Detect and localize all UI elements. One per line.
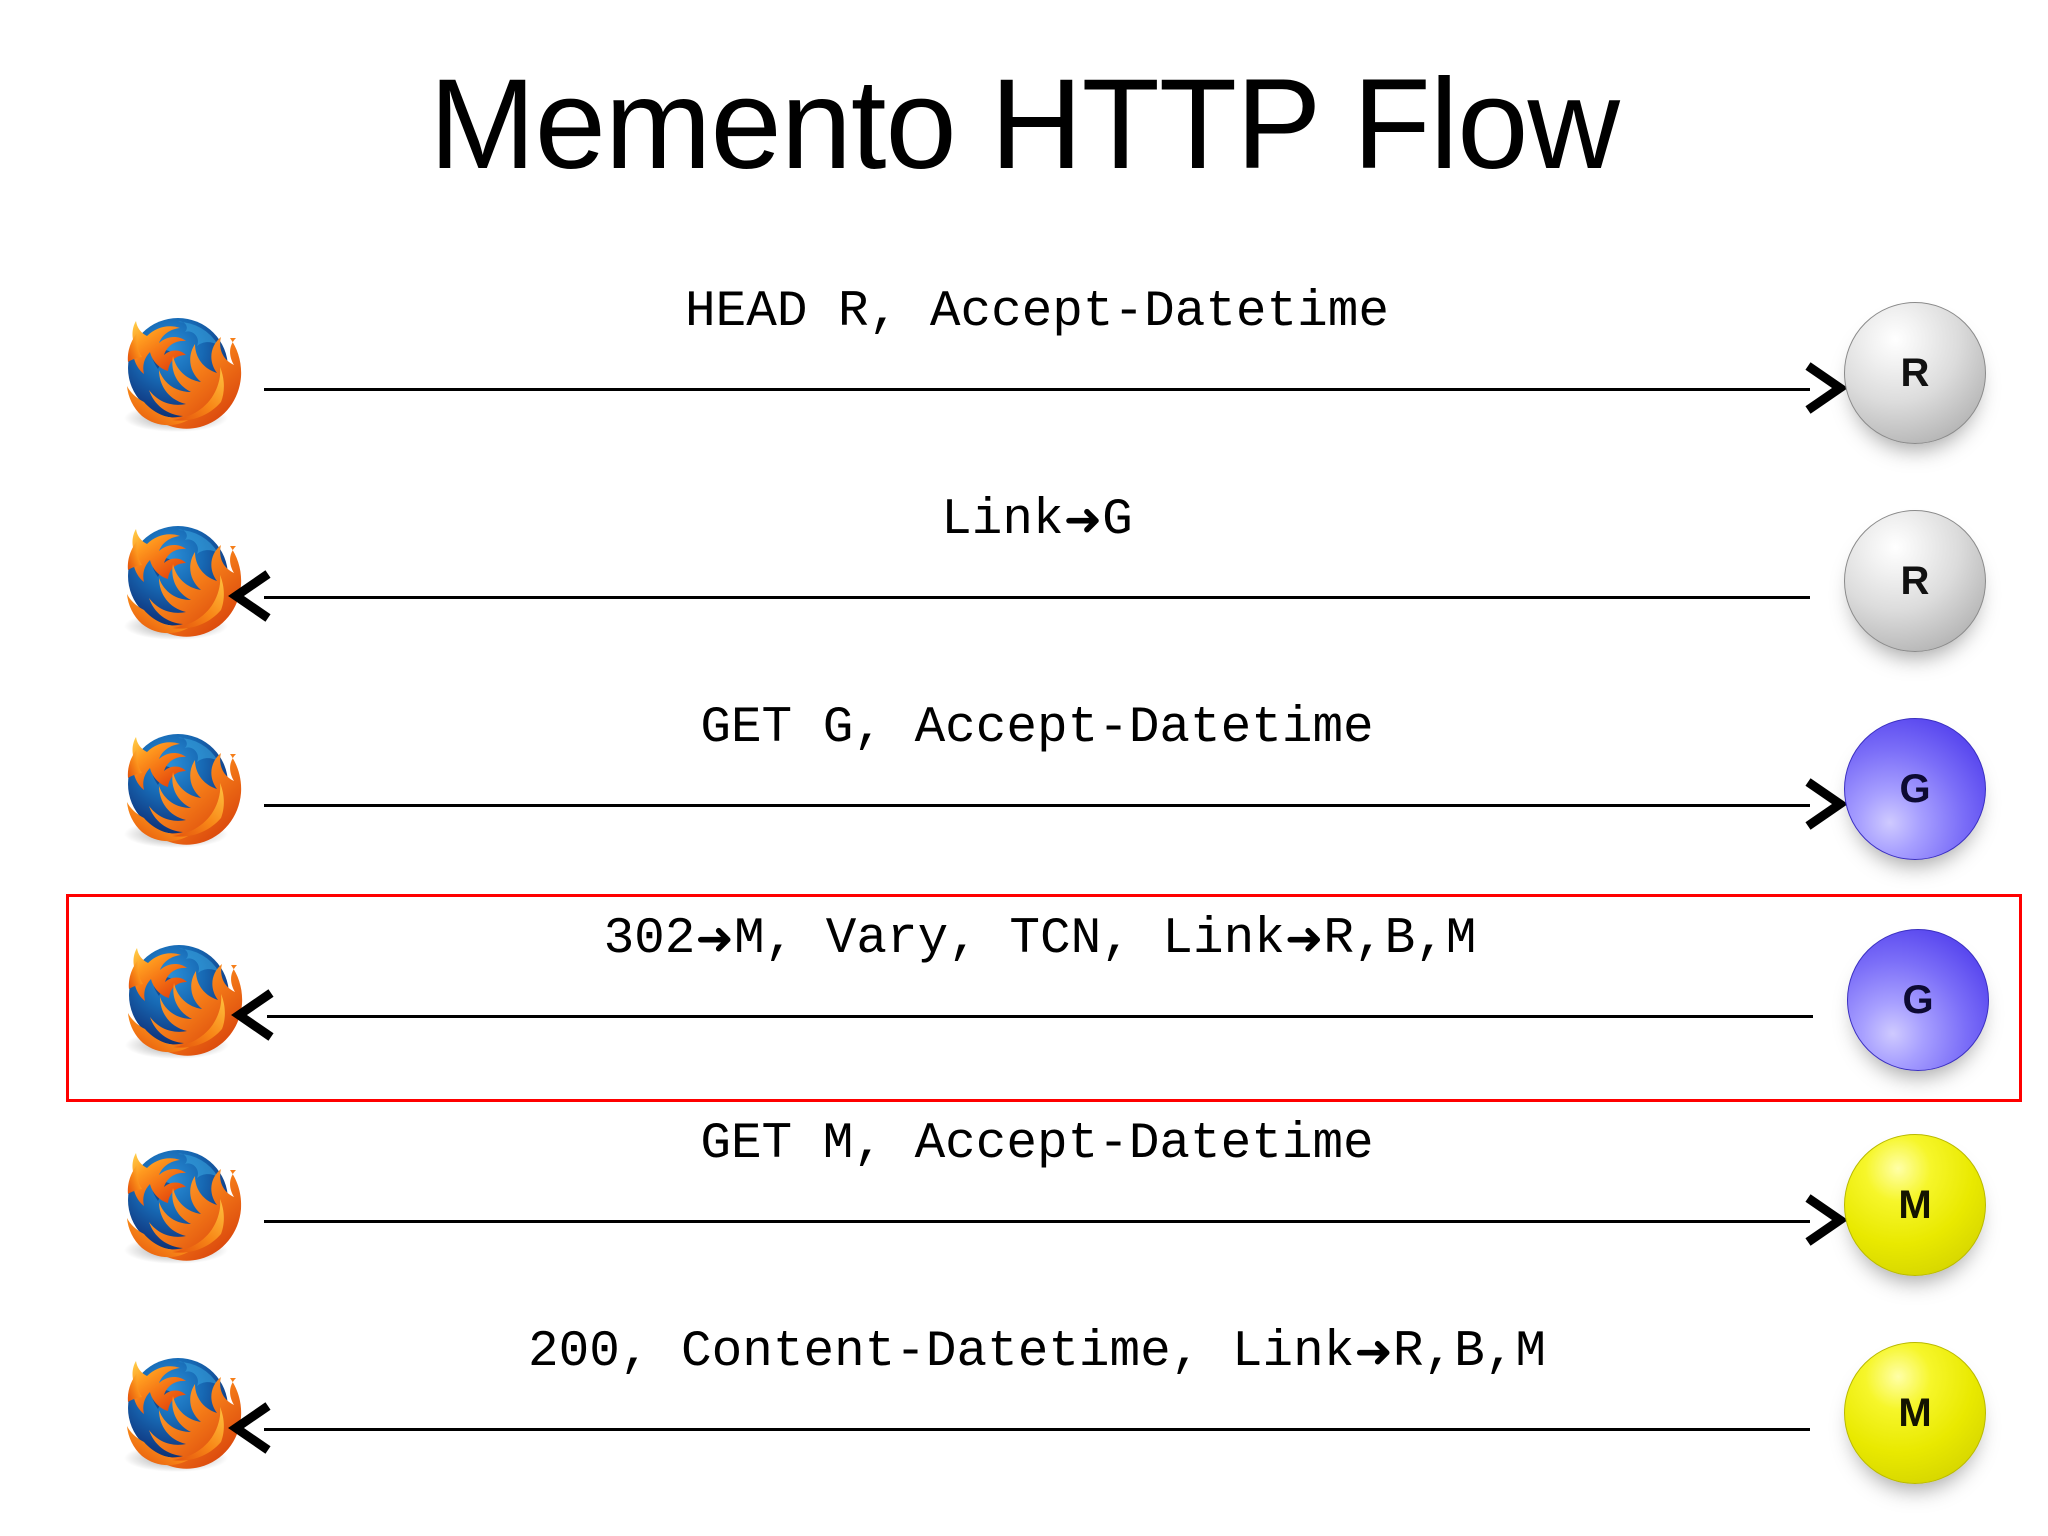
arrow-line — [264, 1220, 1810, 1223]
firefox-logo-svg — [124, 734, 242, 848]
firefox-logo-svg — [124, 318, 242, 432]
firefox-browser-logo-icon — [100, 506, 252, 658]
flow-row-6: 200, Content-Datetime, Link➜R,B,M M — [0, 1310, 2048, 1518]
message-text: 302 — [603, 911, 696, 968]
page-title: Memento HTTP Flow — [429, 53, 1620, 196]
message-label: Link➜G — [264, 492, 1810, 549]
firefox-logo-svg — [124, 1358, 242, 1472]
node-label: R — [1900, 350, 1930, 395]
message-text: HEAD R, Accept-Datetime — [685, 284, 1389, 341]
arrow-line — [267, 1015, 1813, 1018]
firefox-browser-logo-icon — [100, 1338, 252, 1490]
message-text: Link — [941, 492, 1064, 549]
message-text: 200, Content-Datetime, Link — [528, 1324, 1355, 1381]
node-R: R — [1844, 510, 1986, 652]
message-text: GET M, Accept-Datetime — [700, 1116, 1374, 1173]
firefox-logo-svg — [124, 1150, 242, 1264]
node-G: G — [1844, 718, 1986, 860]
node-label: G — [1902, 977, 1934, 1022]
message-text: GET G, Accept-Datetime — [700, 700, 1374, 757]
node-R: R — [1844, 302, 1986, 444]
firefox-browser-logo-icon — [100, 714, 252, 866]
arrow-glyph-icon: ➜ — [695, 911, 734, 965]
flow-row-2: Link➜G R — [0, 478, 2048, 686]
message-text: R,B,M — [1392, 1324, 1546, 1381]
firefox-browser-logo-icon — [101, 925, 253, 1077]
node-G: G — [1847, 929, 1989, 1071]
node-label: R — [1900, 558, 1930, 603]
arrow-glyph-icon: ➜ — [1354, 1324, 1393, 1378]
node-M: M — [1844, 1134, 1986, 1276]
arrow-glyph-icon: ➜ — [1284, 911, 1324, 965]
firefox-logo-svg — [125, 945, 243, 1059]
node-M: M — [1844, 1342, 1986, 1484]
message-text: R,B,M — [1323, 911, 1477, 968]
arrow-line — [264, 596, 1810, 599]
arrow-line — [264, 388, 1810, 391]
firefox-logo-svg — [124, 526, 242, 640]
arrow-line — [264, 1428, 1810, 1431]
arrow-glyph-icon: ➜ — [1063, 492, 1103, 546]
node-label: M — [1898, 1182, 1932, 1227]
node-label: M — [1898, 1390, 1932, 1435]
message-label: 200, Content-Datetime, Link➜R,B,M — [264, 1324, 1810, 1381]
message-text: G — [1102, 492, 1133, 549]
message-label: 302➜M, Vary, TCN, Link➜R,B,M — [267, 911, 1813, 968]
message-label: HEAD R, Accept-Datetime — [264, 284, 1810, 341]
arrow-line — [264, 804, 1810, 807]
message-label: GET M, Accept-Datetime — [264, 1116, 1810, 1173]
message-text: M, Vary, TCN, Link — [733, 911, 1285, 968]
firefox-browser-logo-icon — [100, 298, 252, 450]
firefox-browser-logo-icon — [100, 1130, 252, 1282]
node-label: G — [1899, 766, 1931, 811]
message-label: GET G, Accept-Datetime — [264, 700, 1810, 757]
